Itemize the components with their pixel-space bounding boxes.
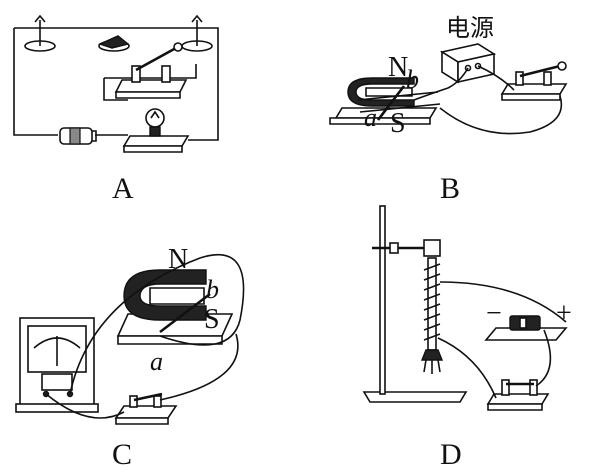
battery-plus-sign: + [556,298,572,329]
panel-c-apparatus [15,253,245,425]
electromagnet-coil-icon [420,257,444,374]
knife-switch-d-icon [486,379,550,411]
south-pole-label-c: S [204,304,220,335]
knife-switch-c-icon [114,392,178,425]
battery-minus-sign: − [486,298,502,329]
north-pole-label-b: N [388,52,408,83]
compass-right-icon [181,14,213,52]
north-pole-label-c: N [168,244,188,275]
panel-a-label: A [112,172,134,205]
u-magnet-c-icon [123,269,207,321]
rod-end-a-label-c: a [150,347,163,376]
light-bulb-icon [122,108,190,153]
panel-c-label: C [112,438,132,471]
panel-b-apparatus [329,43,568,135]
panel-a-circuit [13,14,219,153]
compass-middle-icon [98,35,130,52]
rod-end-b-label-b: b [406,65,419,94]
knife-switch-b-icon [500,61,568,101]
rod-end-b-label-c: b [206,275,219,304]
battery-cell-icon [59,127,97,145]
panel-d-label: D [440,438,462,471]
panel-b-label: B [440,172,460,205]
compass-left-icon [24,14,56,52]
power-source-label: 电源 [446,14,494,42]
panel-d-apparatus [362,205,568,411]
galvanometer-icon [15,317,99,413]
iron-stand-icon [362,205,468,403]
rod-end-a-label-b: a [364,103,377,132]
knife-switch-a-icon [114,42,188,99]
south-pole-label-b: S [390,108,406,139]
power-supply-icon [439,43,497,84]
